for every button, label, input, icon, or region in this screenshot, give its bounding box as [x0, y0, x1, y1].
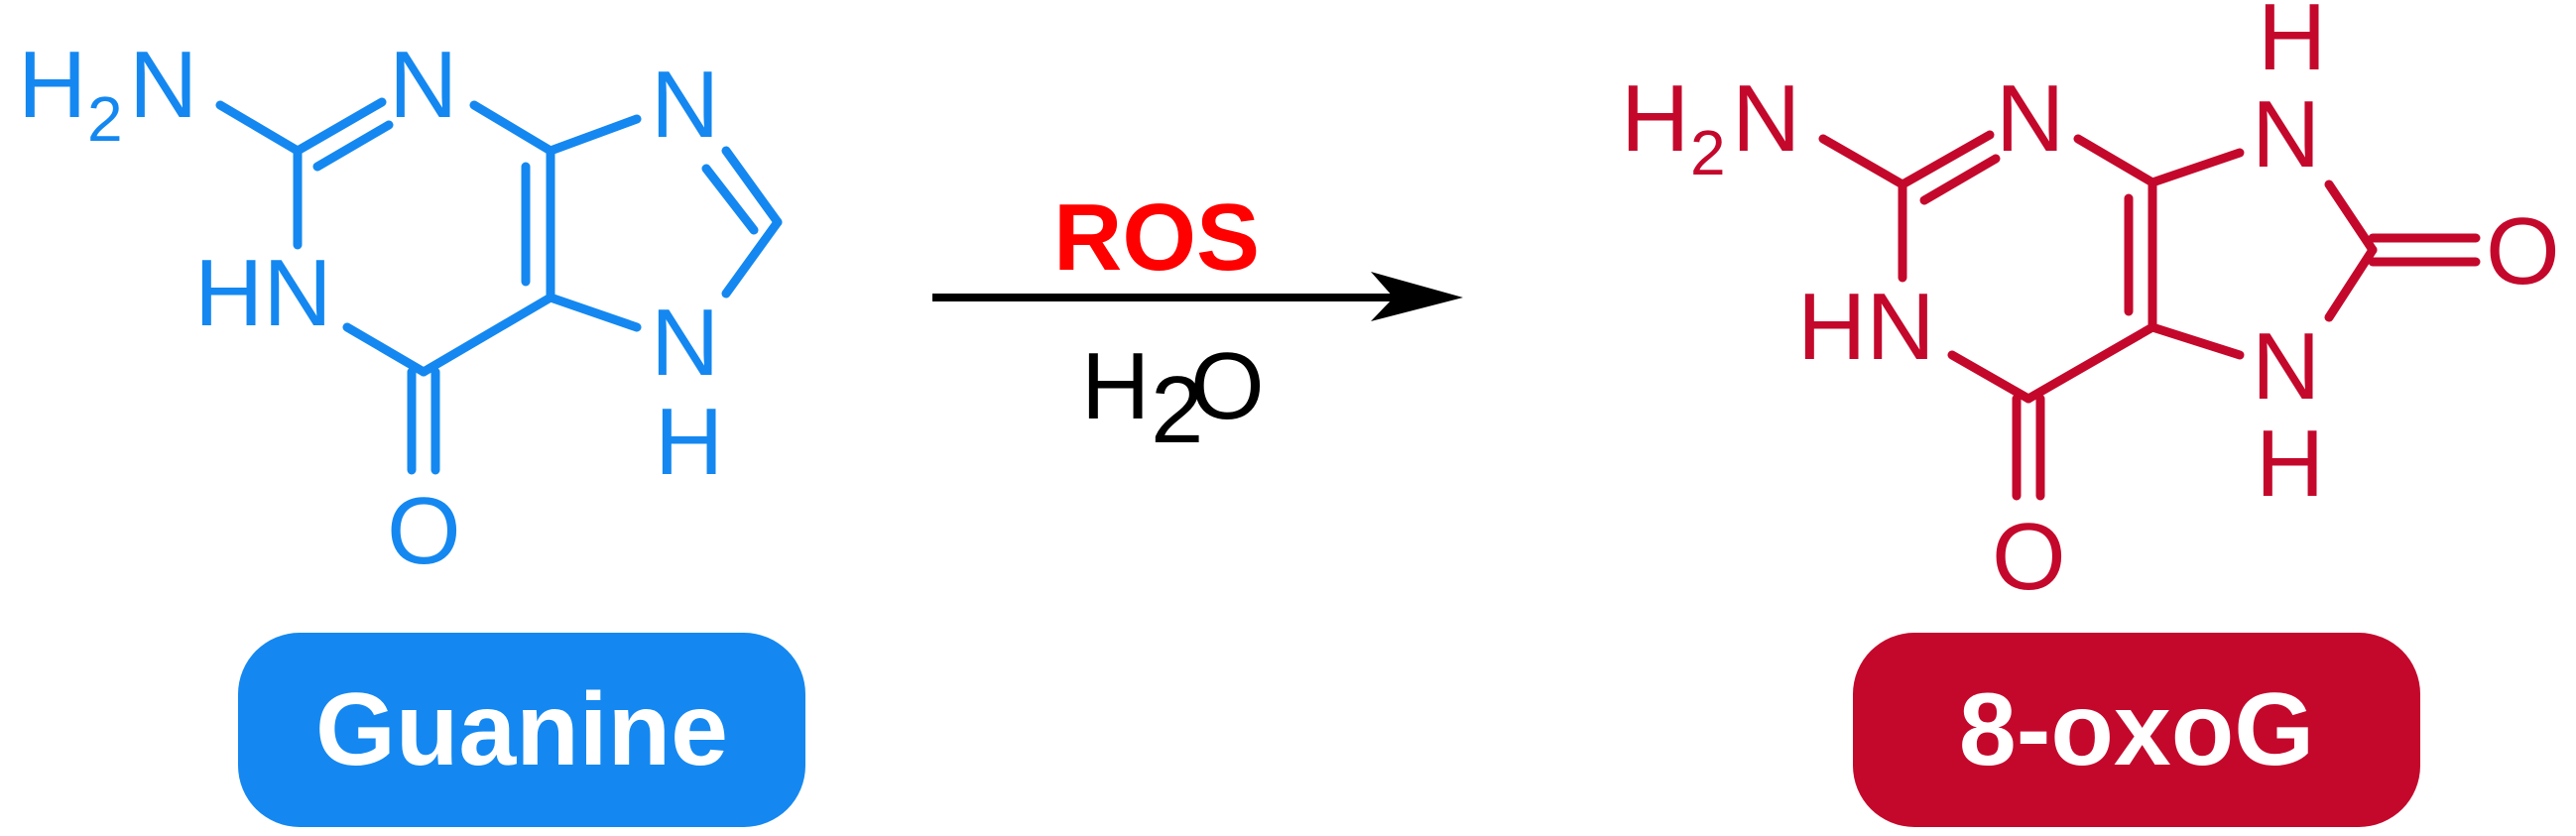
oxog-atoms: H 2 N N H N HN N H O O [1621, 0, 2560, 610]
solvent-o: O [1190, 333, 1265, 439]
bond-c2-n3 [293, 97, 387, 156]
oxog-label: 8-oxoG [1853, 633, 2420, 827]
bond-c5-c6 [2024, 322, 2157, 404]
oxog-nh2-subscript: 2 [1690, 117, 1726, 188]
oxog-n9-h: H [2256, 411, 2324, 517]
oxog-n9: N [2252, 313, 2320, 419]
bond-c8-n9 [2324, 245, 2378, 322]
oxog-nh2-n: N [1732, 65, 1800, 172]
guanine-n3: N [389, 32, 457, 138]
oxog-n7-h: H [2258, 0, 2326, 90]
solvent-label: H 2 O [1081, 333, 1265, 463]
solvent-subscript: 2 [1151, 357, 1203, 463]
bond-n3-c4 [469, 100, 555, 156]
guanine-n1h: HN [194, 240, 332, 346]
guanine-nh2-h: H [18, 32, 86, 138]
bond-n9-c5 [2147, 322, 2245, 360]
guanine-n9-h: H [655, 389, 723, 495]
oxog-o6: O [1992, 504, 2066, 610]
bond-n3-c4 [2073, 134, 2157, 187]
bond-n7-c8 [2324, 179, 2378, 255]
bond-c4-n7 [546, 114, 642, 156]
guanine-n9: N [651, 290, 719, 396]
arrow-head [1371, 272, 1463, 321]
guanine-o6: O [387, 478, 461, 584]
guanine-nh2-subscript: 2 [87, 83, 123, 155]
oxog-nh2-h: H [1621, 65, 1689, 172]
bond-c2-nh2 [215, 100, 303, 156]
oxog-n3: N [1996, 65, 2064, 172]
bond-c2-n3-double [312, 120, 394, 172]
guanine-label: Guanine [238, 633, 805, 827]
guanine-n7: N [651, 52, 719, 158]
oxog-o8: O [2486, 198, 2560, 304]
bond-c6-n1 [1947, 350, 2033, 404]
guanine-atoms: H 2 N N N HN N H O [18, 32, 723, 584]
bond-c5-c6 [419, 293, 555, 377]
bond-c2-n3 [1898, 130, 1995, 189]
bond-n7-c8-double [701, 164, 759, 235]
bond-c2-n3-double [1919, 154, 2001, 205]
bond-c4-n7 [2147, 148, 2245, 187]
bond-n7-c8 [721, 146, 783, 227]
oxog-n1h: HN [1797, 274, 1935, 380]
reaction-arrow [932, 272, 1463, 321]
bond-c6-n1 [342, 322, 429, 377]
bond-c8-n9 [721, 217, 783, 299]
oxog-structure [1818, 130, 2481, 501]
guanine-structure [215, 97, 783, 475]
reagent-label: ROS [1053, 184, 1260, 291]
solvent-h: H [1081, 333, 1150, 439]
guanine-nh2-n: N [129, 32, 197, 138]
bond-c2-nh2 [1818, 134, 1907, 189]
bond-n9-c5 [546, 293, 642, 332]
oxog-n7: N [2252, 81, 2320, 187]
